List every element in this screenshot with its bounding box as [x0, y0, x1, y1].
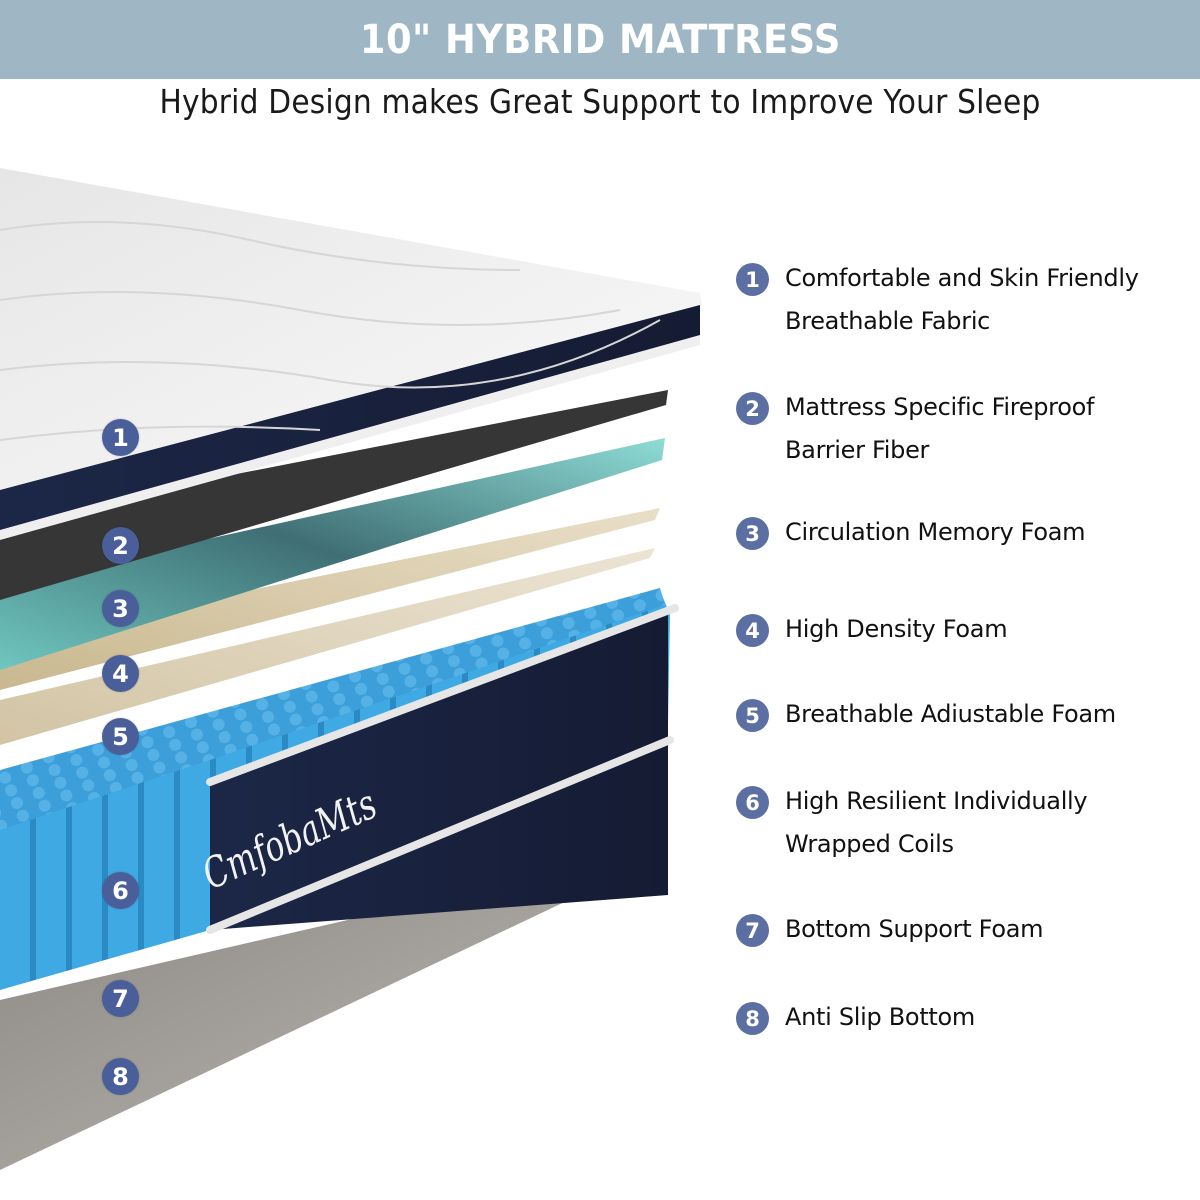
legend-item-5: 5 Breathable Adiustable Foam — [736, 697, 1116, 736]
legend-item-1: 1 Comfortable and Skin Friendly Breathab… — [736, 261, 1139, 343]
legend-badge-8: 8 — [736, 1002, 769, 1035]
legend-item-6: 6 High Resilient Individually Wrapped Co… — [736, 784, 1088, 866]
layer-marker-2: 2 — [102, 527, 139, 564]
mattress-layers-illustration — [0, 168, 702, 1170]
legend-text-5: Breathable Adiustable Foam — [785, 700, 1116, 728]
layer-marker-1: 1 — [102, 419, 139, 456]
legend-badge-4: 4 — [736, 614, 769, 647]
legend-text-3: Circulation Memory Foam — [785, 518, 1086, 546]
header-banner: 10" HYBRID MATTRESS — [0, 0, 1200, 79]
legend-item-7: 7 Bottom Support Foam — [736, 912, 1043, 951]
page-title: 10" HYBRID MATTRESS — [359, 16, 841, 63]
layer-marker-7: 7 — [102, 980, 139, 1017]
legend-text-1: Comfortable and Skin Friendly Breathable… — [785, 264, 1139, 335]
layer-marker-4: 4 — [102, 655, 139, 692]
layer-marker-8: 8 — [102, 1058, 139, 1095]
legend-item-2: 2 Mattress Specific Fireproof Barrier Fi… — [736, 390, 1094, 472]
legend-item-8: 8 Anti Slip Bottom — [736, 1000, 975, 1039]
legend-text-4: High Density Foam — [785, 615, 1008, 643]
legend-text-6: High Resilient Individually Wrapped Coil… — [785, 787, 1088, 858]
legend-text-8: Anti Slip Bottom — [785, 1003, 976, 1031]
legend-badge-5: 5 — [736, 699, 769, 732]
legend-text-2: Mattress Specific Fireproof Barrier Fibe… — [785, 393, 1095, 464]
layer-marker-6: 6 — [102, 872, 139, 909]
legend-badge-6: 6 — [736, 786, 769, 819]
legend-badge-3: 3 — [736, 517, 769, 550]
legend-badge-1: 1 — [736, 263, 769, 296]
layer-marker-5: 5 — [102, 718, 139, 755]
legend-badge-7: 7 — [736, 914, 769, 947]
legend-item-4: 4 High Density Foam — [736, 612, 1008, 651]
legend-badge-2: 2 — [736, 392, 769, 425]
page-subtitle: Hybrid Design makes Great Support to Imp… — [159, 82, 1041, 121]
layer-marker-3: 3 — [102, 590, 139, 627]
legend-item-3: 3 Circulation Memory Foam — [736, 515, 1086, 554]
legend-text-7: Bottom Support Foam — [785, 915, 1044, 943]
